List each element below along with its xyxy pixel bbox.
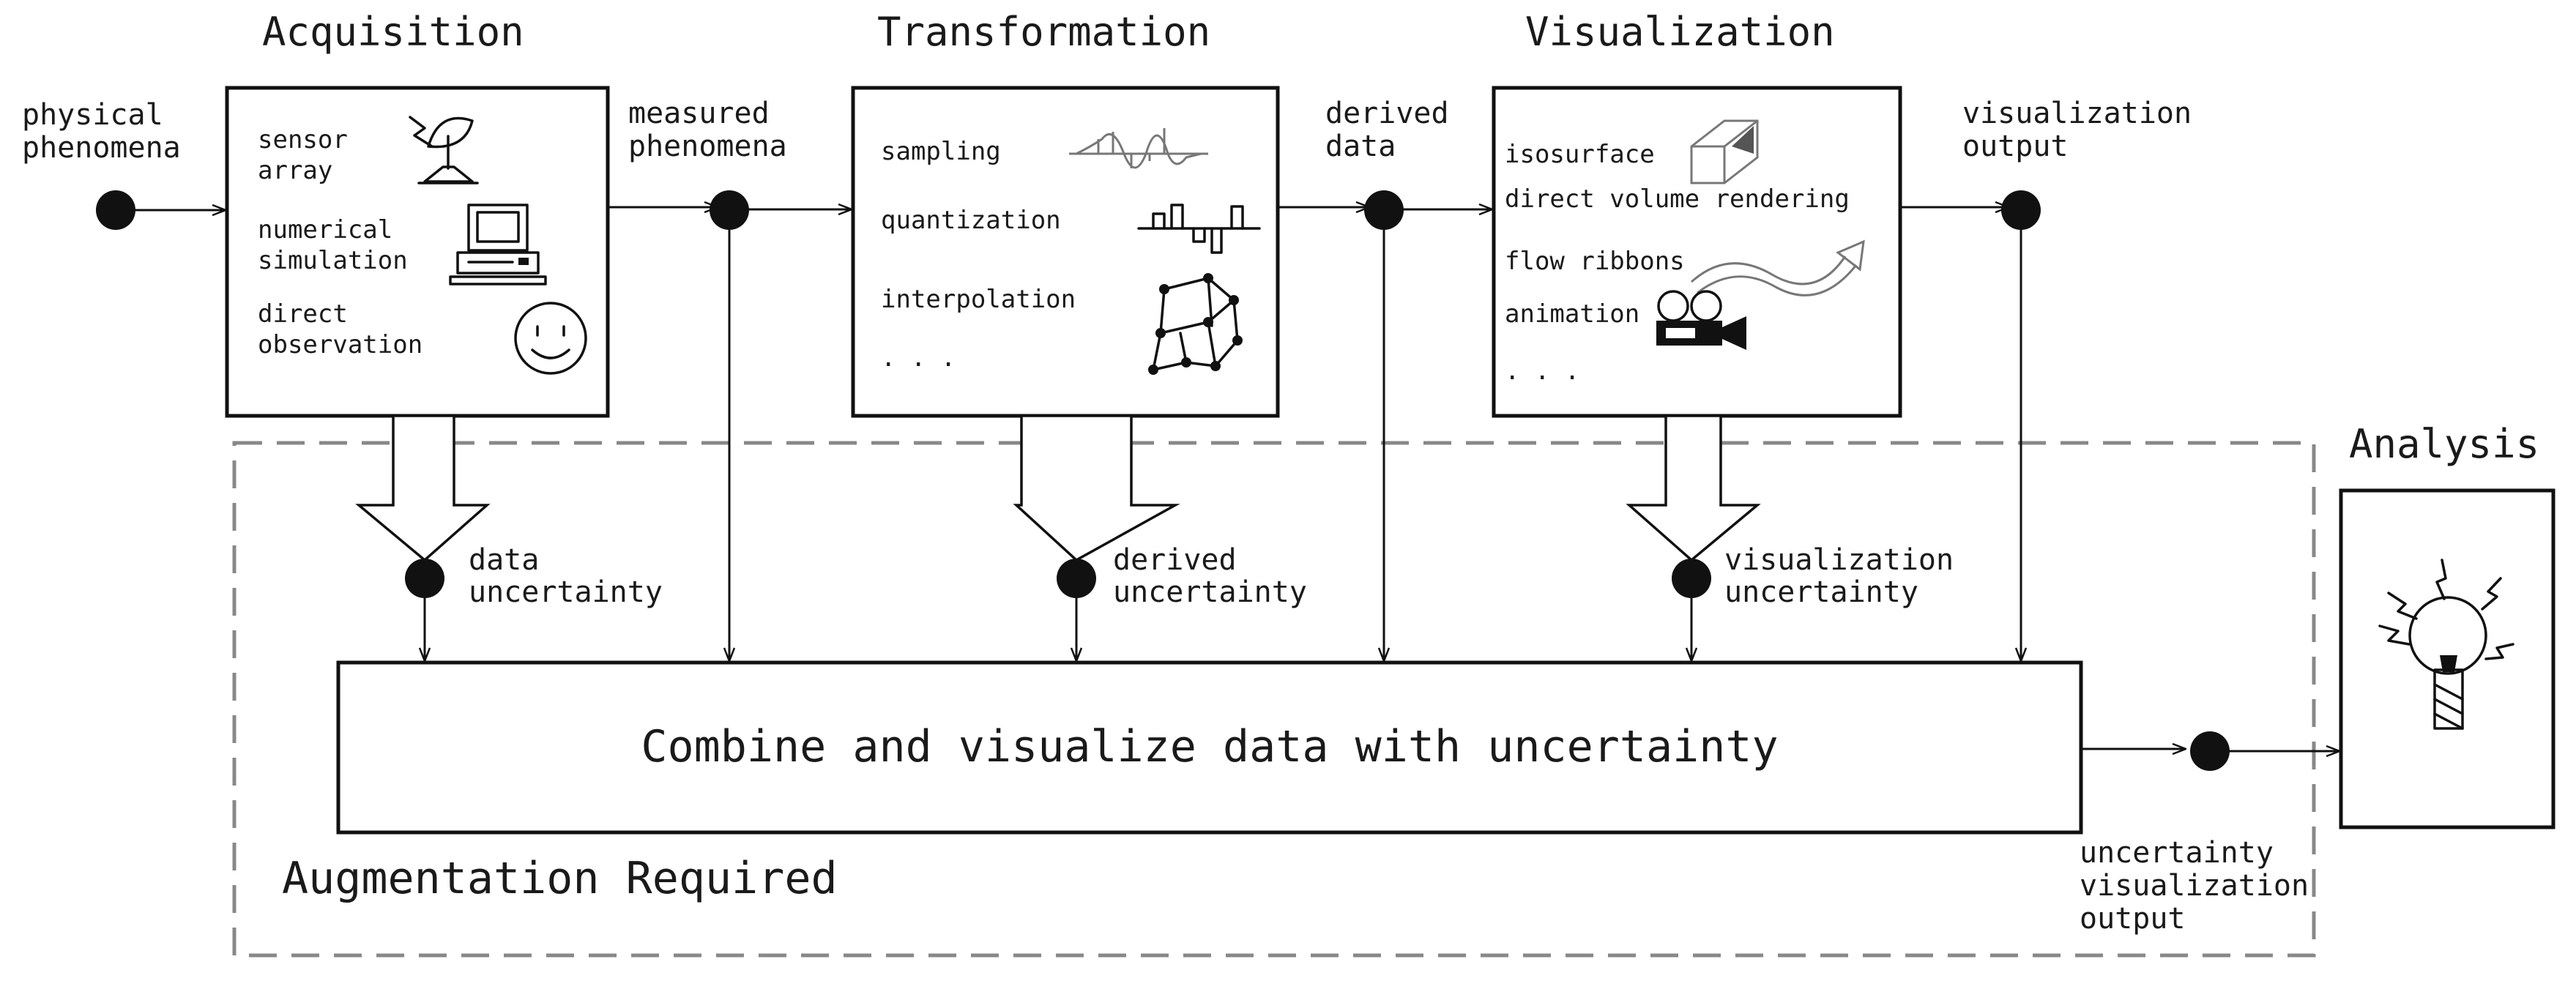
acquisition-box [225,86,610,418]
vis-item-label: direct volume rendering [1505,184,1850,214]
acq-item-label: sensor [258,125,348,154]
measured-label: measured [628,97,770,130]
flow-ribbon-icon [1690,239,1865,296]
data-uncertainty-node [405,559,444,598]
vis-item-label: isosurface [1505,140,1655,169]
physical-node [96,190,135,230]
uv-output-label: output [2080,902,2186,936]
uv-output-label: uncertainty [2080,836,2274,870]
transformation-title: Transformation [877,9,1210,55]
combine-label: Combine and visualize data with uncertai… [641,721,1778,772]
transformation-box [851,86,1280,418]
visualization-title: Visualization [1525,9,1835,55]
analysis-title: Analysis [2349,421,2539,467]
cube-icon [1690,119,1759,184]
acq-item-label: simulation [258,246,408,275]
measured-node [710,190,749,230]
trans-item-label: . . . [881,343,956,373]
uncertainty-fat-arrow [1013,414,1180,562]
derived-uncertainty-node [1057,559,1096,598]
acq-item-label: array [258,156,332,185]
trans-item-label: interpolation [881,285,1076,314]
waveform-icon [1069,128,1208,169]
lightbulb-icon [2378,559,2514,730]
acq-item-label: observation [258,330,422,359]
derived-data-label: derived [1325,97,1449,130]
acquisition-title: Acquisition [262,9,524,55]
augmentation-region [232,441,2316,958]
quantized-signal-icon [1137,204,1261,254]
vis-uncertainty-label: visualization [1724,543,1954,577]
trans-item-label: quantization [881,206,1061,235]
vis-item-label: . . . [1505,357,1579,386]
acq-item-label: numerical [258,215,392,245]
uv-output-label: visualization [2080,869,2309,903]
derived-data-label: data [1325,130,1396,163]
vis-uncertainty-label: uncertainty [1724,575,1918,609]
uv-output-node [2190,731,2230,771]
measured-label: phenomena [628,130,787,163]
satellite-dish-icon [409,116,479,184]
vis-item-label: animation [1505,299,1639,329]
combine-box [336,660,2083,835]
derived-uncertainty-label: derived [1113,543,1237,577]
augmentation-label: Augmentation Required [282,853,838,904]
vis-output-label: output [1962,130,2069,163]
derived-node [1364,190,1404,230]
data-uncertainty-label: uncertainty [469,575,663,609]
mesh-grid-icon [1148,273,1243,375]
physical-label: physical [22,98,163,132]
acq-item-label: direct [258,299,348,329]
vis-uncertainty-node [1672,559,1711,598]
uncertainty-fat-arrow [1626,414,1761,562]
derived-uncertainty-label: uncertainty [1113,575,1307,609]
trans-item-label: sampling [881,137,1001,166]
vis-output-label: visualization [1962,97,2192,130]
vis-item-label: flow ribbons [1505,247,1685,276]
data-uncertainty-label: data [469,543,539,577]
computer-icon [449,204,547,286]
film-camera-icon [1656,290,1746,350]
smiley-face-icon [514,302,587,375]
physical-label: phenomena [22,131,181,165]
vis-output-node [2001,190,2041,230]
uncertainty-fat-arrow [355,414,491,562]
